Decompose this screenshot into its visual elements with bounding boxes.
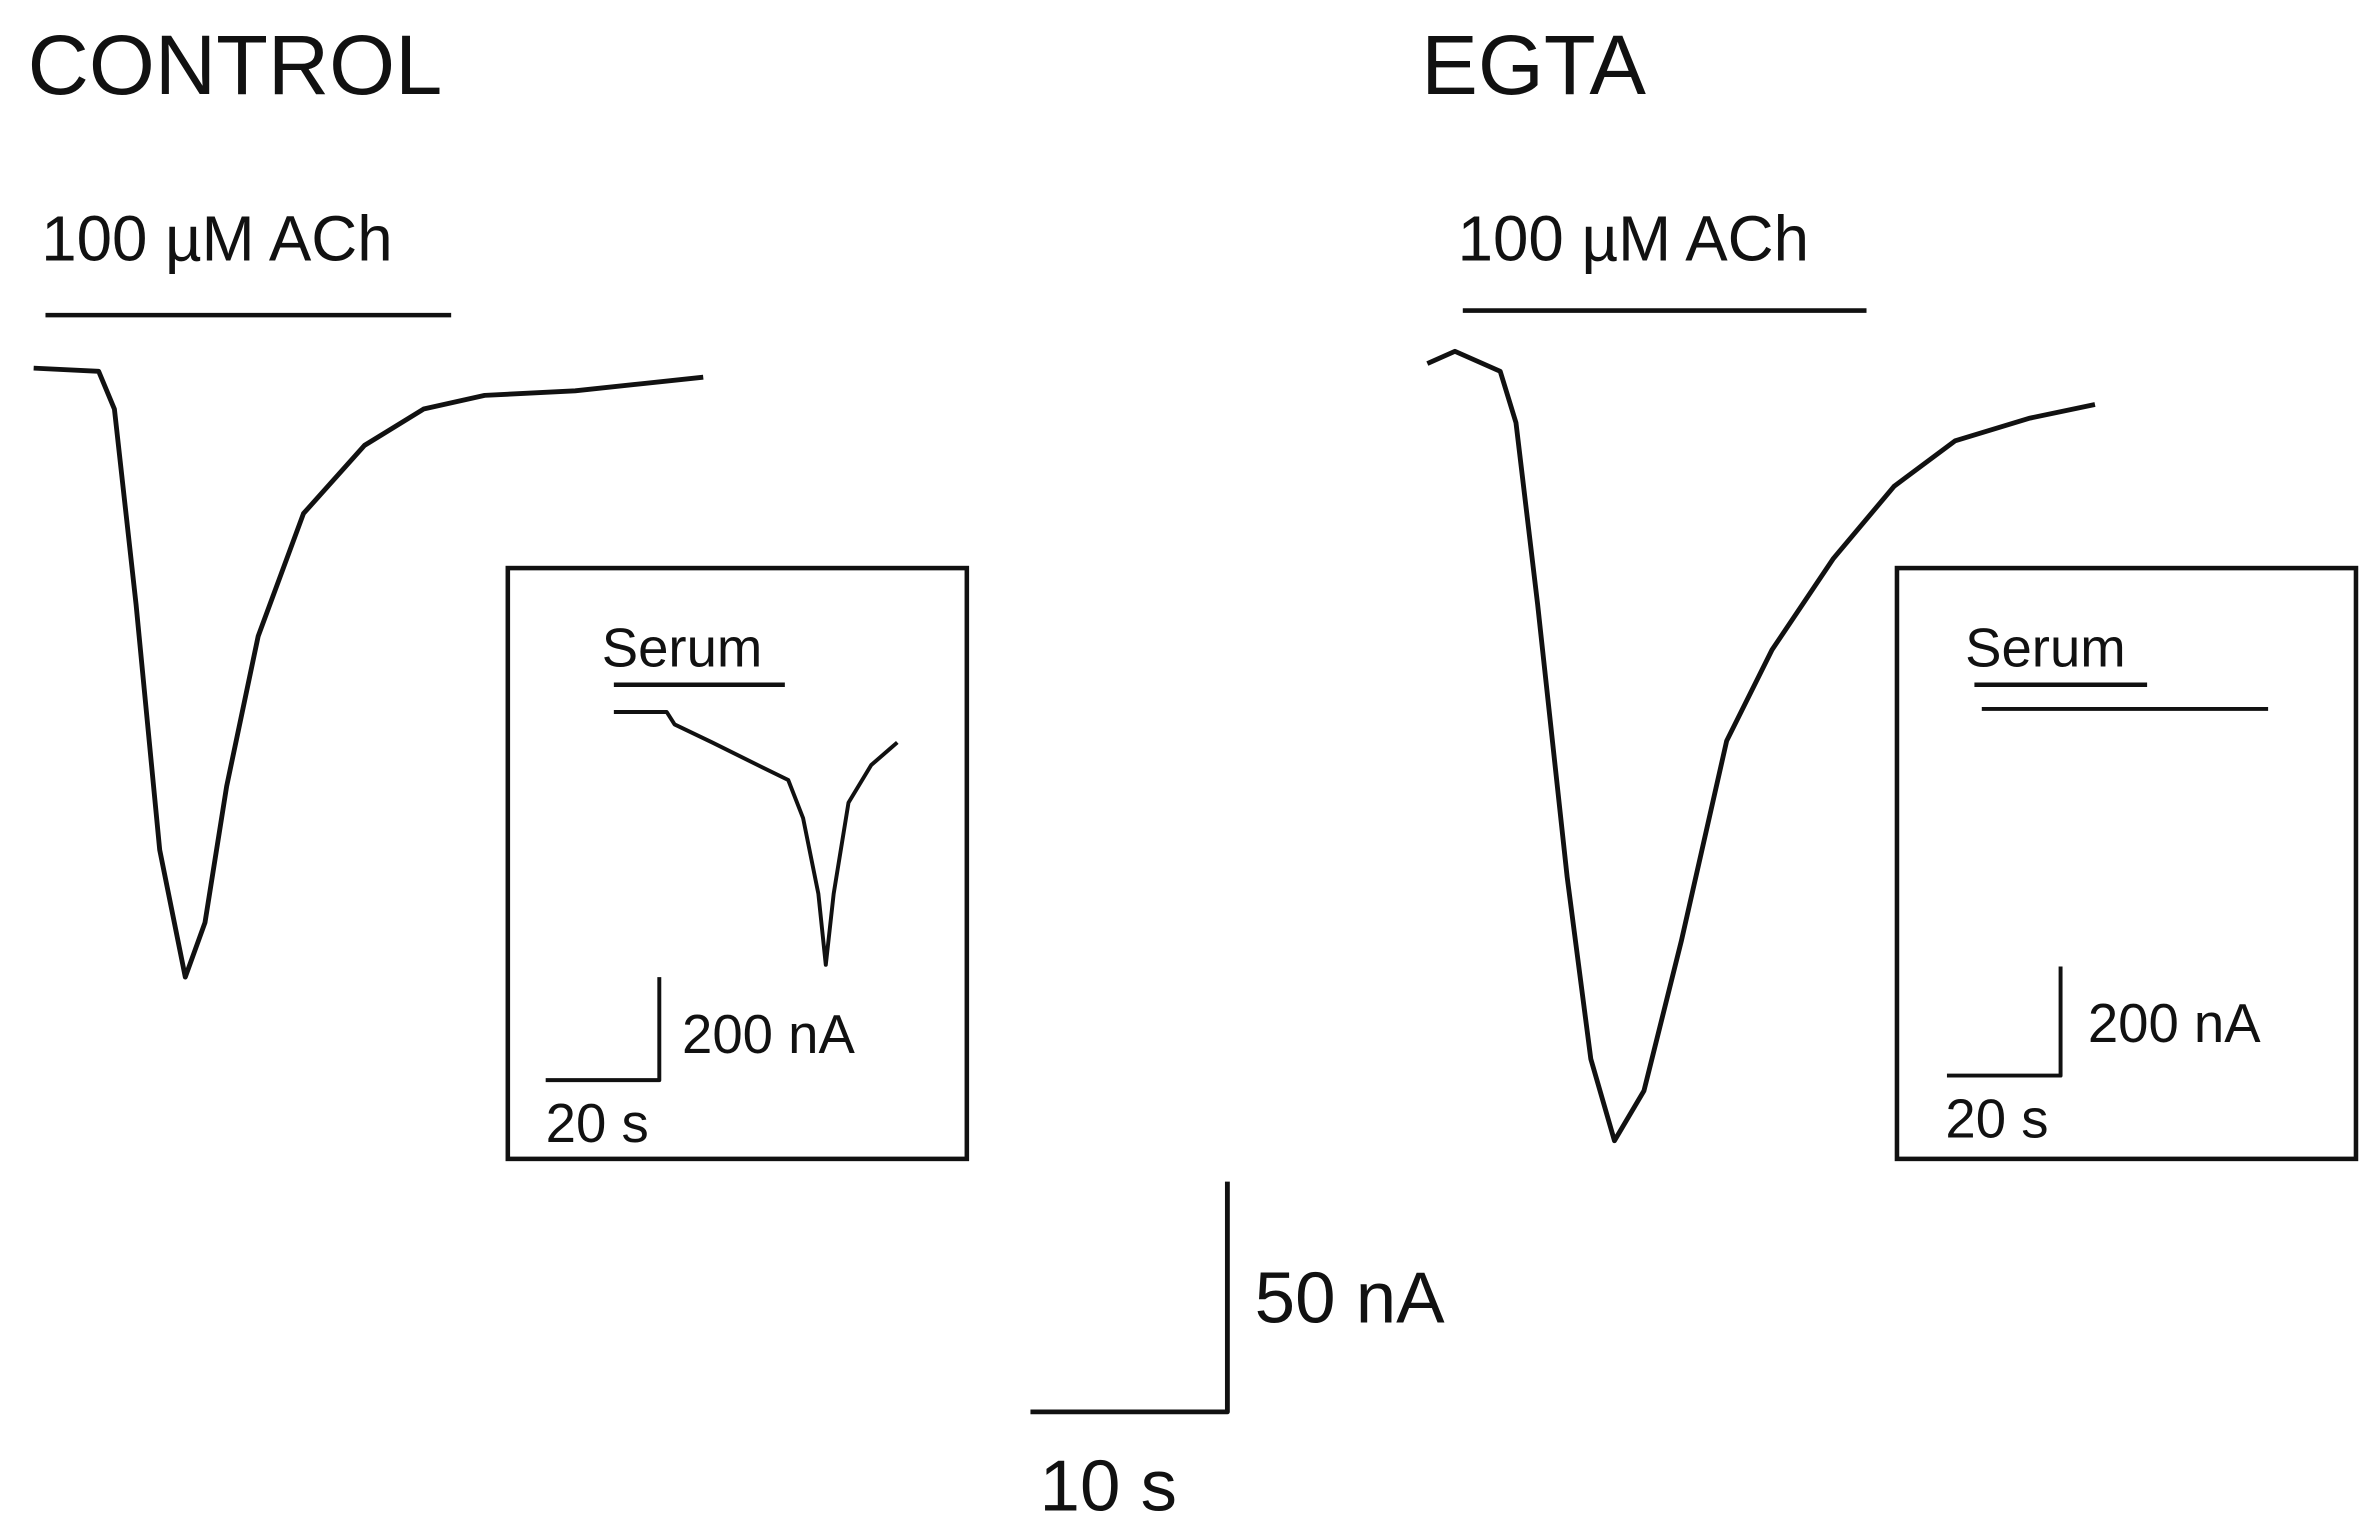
inset-trace-control xyxy=(613,710,899,967)
inset-scalebar-egta xyxy=(1946,966,2063,1078)
scale-current-label: 50 nA xyxy=(1255,1257,1446,1338)
main-scalebar xyxy=(1030,1181,1230,1415)
scale-time-label: 10 s xyxy=(1040,1445,1177,1526)
inset-scale-time-control: 20 s xyxy=(546,1093,649,1154)
trace-control xyxy=(33,365,704,980)
inset-scale-current-egta: 200 nA xyxy=(2088,993,2261,1054)
inset-box-control xyxy=(505,565,970,1162)
inset-scalebar-control xyxy=(545,977,662,1083)
inset-scale-time-egta: 20 s xyxy=(1945,1089,2048,1150)
inset-label-control: Serum xyxy=(602,618,763,679)
drug-label-control: 100 µM ACh xyxy=(41,204,392,275)
inset-box-egta xyxy=(1894,565,2359,1162)
trace-egta xyxy=(1426,348,2096,1144)
drug-label-egta: 100 µM ACh xyxy=(1458,204,1809,275)
inset-label-egta: Serum xyxy=(1965,618,2126,679)
panel-title-egta: EGTA xyxy=(1421,17,1646,112)
inset-scale-current-control: 200 nA xyxy=(682,1004,855,1065)
panel-title-control: CONTROL xyxy=(28,17,443,112)
